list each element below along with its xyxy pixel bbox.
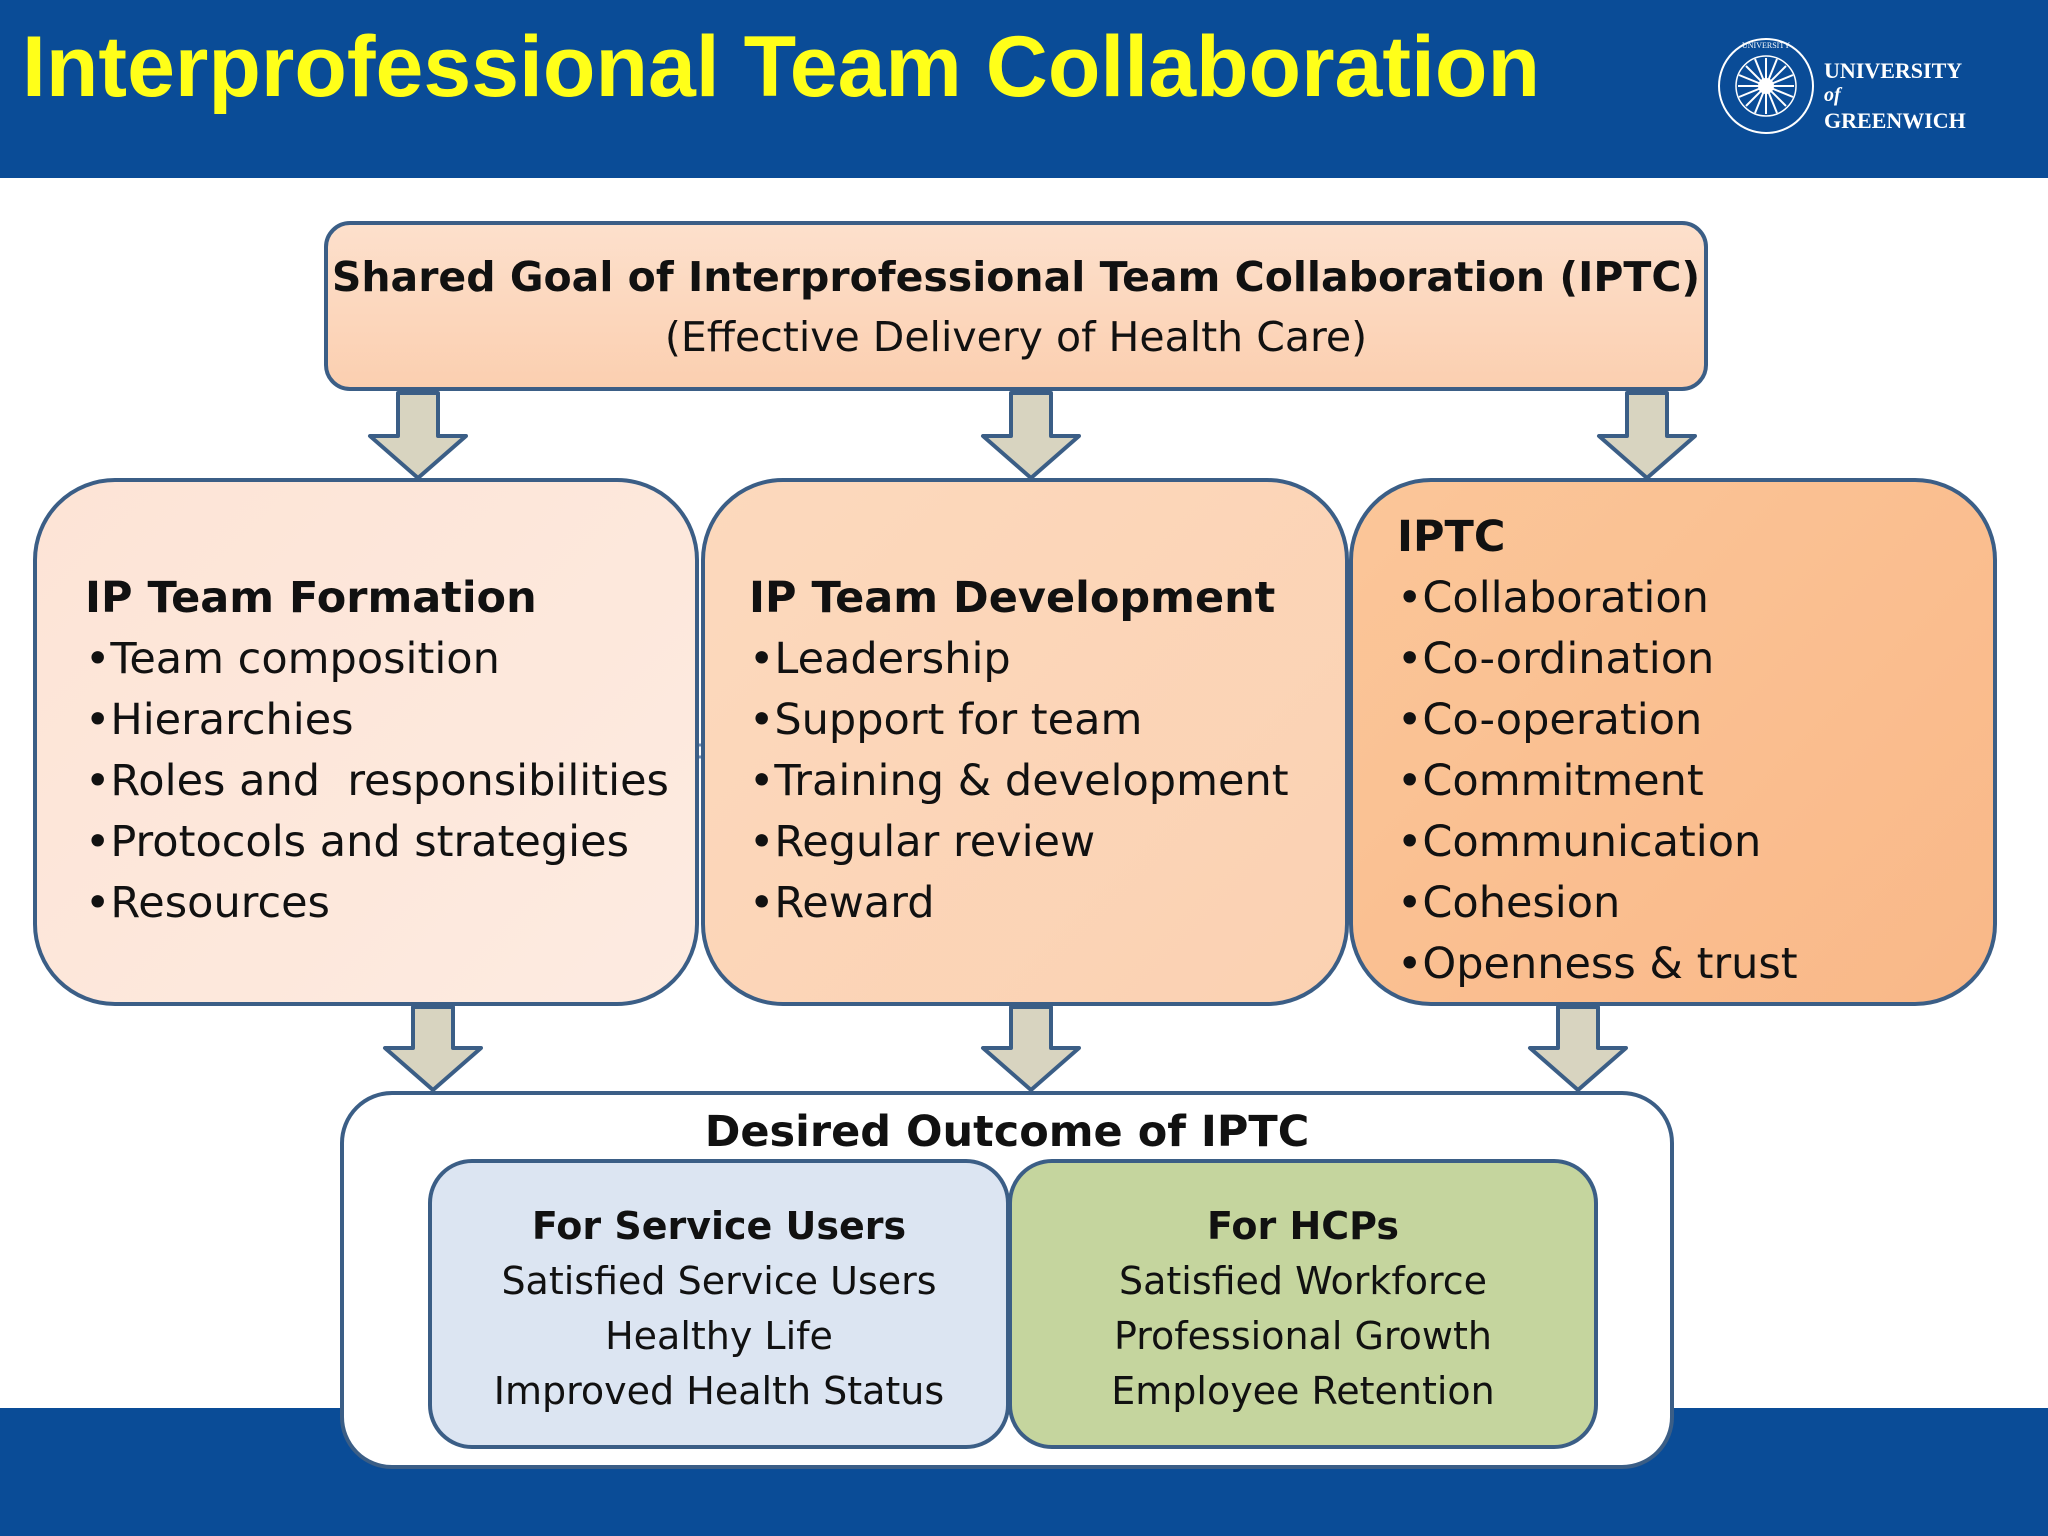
list-item: •Openness & trust [1397, 939, 1798, 989]
outcome-title: Desired Outcome of IPTC [704, 1107, 1310, 1157]
service-users-title: For Service Users [531, 1204, 907, 1248]
svg-text:UNIVERSITY: UNIVERSITY [1742, 41, 1790, 50]
shared-goal-box: Shared Goal of Interprofessional Team Co… [324, 221, 1708, 391]
list-item: •Leadership [749, 634, 1011, 684]
list-item: •Commitment [1397, 756, 1704, 806]
team-development-box: IP Team Development •Leadership •Support… [701, 478, 1349, 1006]
team-formation-box: IP Team Formation •Team composition •Hie… [33, 478, 699, 1006]
service-users-box: For Service Users Satisfied Service User… [428, 1159, 1010, 1449]
list-item: •Resources [85, 878, 330, 928]
university-seal-icon: UNIVERSITY [1718, 38, 1814, 134]
list-item: Improved Health Status [493, 1369, 945, 1413]
list-item: Satisfied Service Users [501, 1259, 937, 1303]
slide-title: Interprofessional Team Collaboration [22, 19, 1540, 115]
list-item: •Co-ordination [1397, 634, 1715, 684]
logo-line-of: of [1824, 84, 1841, 106]
logo-line-university: UNIVERSITY [1824, 58, 1963, 83]
list-item: •Cohesion [1397, 878, 1621, 928]
goal-subtitle: (Effective Delivery of Health Care) [664, 313, 1368, 361]
list-item: •Training & development [749, 756, 1289, 806]
down-arrow-icon [368, 391, 468, 480]
list-item: Employee Retention [1111, 1369, 1495, 1413]
down-arrow-icon [981, 391, 1081, 480]
logo-wordmark: UNIVERSITY of GREENWICH [1824, 58, 1966, 133]
desired-outcome-box: Desired Outcome of IPTC For Service User… [340, 1091, 1674, 1469]
list-item: •Communication [1397, 817, 1762, 867]
list-item: Healthy Life [605, 1314, 833, 1358]
column-title: IPTC [1397, 512, 1506, 562]
list-item: •Collaboration [1397, 573, 1709, 623]
hcps-box: For HCPs Satisfied Workforce Professiona… [1008, 1159, 1598, 1449]
column-title: IP Team Development [749, 573, 1276, 623]
list-item: •Co-operation [1397, 695, 1703, 745]
logo-line-greenwich: GREENWICH [1824, 108, 1966, 133]
down-arrow-icon [383, 1005, 483, 1092]
list-item: •Support for team [749, 695, 1143, 745]
university-logo: UNIVERSITY UNIVERSITY of GREENWICH [1716, 28, 2026, 150]
list-item: •Hierarchies [85, 695, 354, 745]
hcps-title: For HCPs [1207, 1204, 1399, 1248]
list-item: •Protocols and strategies [85, 817, 629, 867]
iptc-box: IPTC •Collaboration •Co-ordination •Co-o… [1349, 478, 1997, 1006]
goal-title: Shared Goal of Interprofessional Team Co… [331, 253, 1701, 301]
header-bar [0, 0, 2048, 178]
down-arrow-icon [1597, 391, 1697, 480]
list-item: Professional Growth [1114, 1314, 1492, 1358]
list-item: •Reward [749, 878, 935, 928]
list-item: Satisfied Workforce [1118, 1259, 1488, 1303]
down-arrow-icon [981, 1005, 1081, 1092]
column-title: IP Team Formation [85, 573, 537, 623]
down-arrow-icon [1528, 1005, 1628, 1092]
list-item: •Team composition [85, 634, 500, 684]
list-item: •Regular review [749, 817, 1096, 867]
list-item: •Roles and responsibilities [85, 756, 669, 806]
